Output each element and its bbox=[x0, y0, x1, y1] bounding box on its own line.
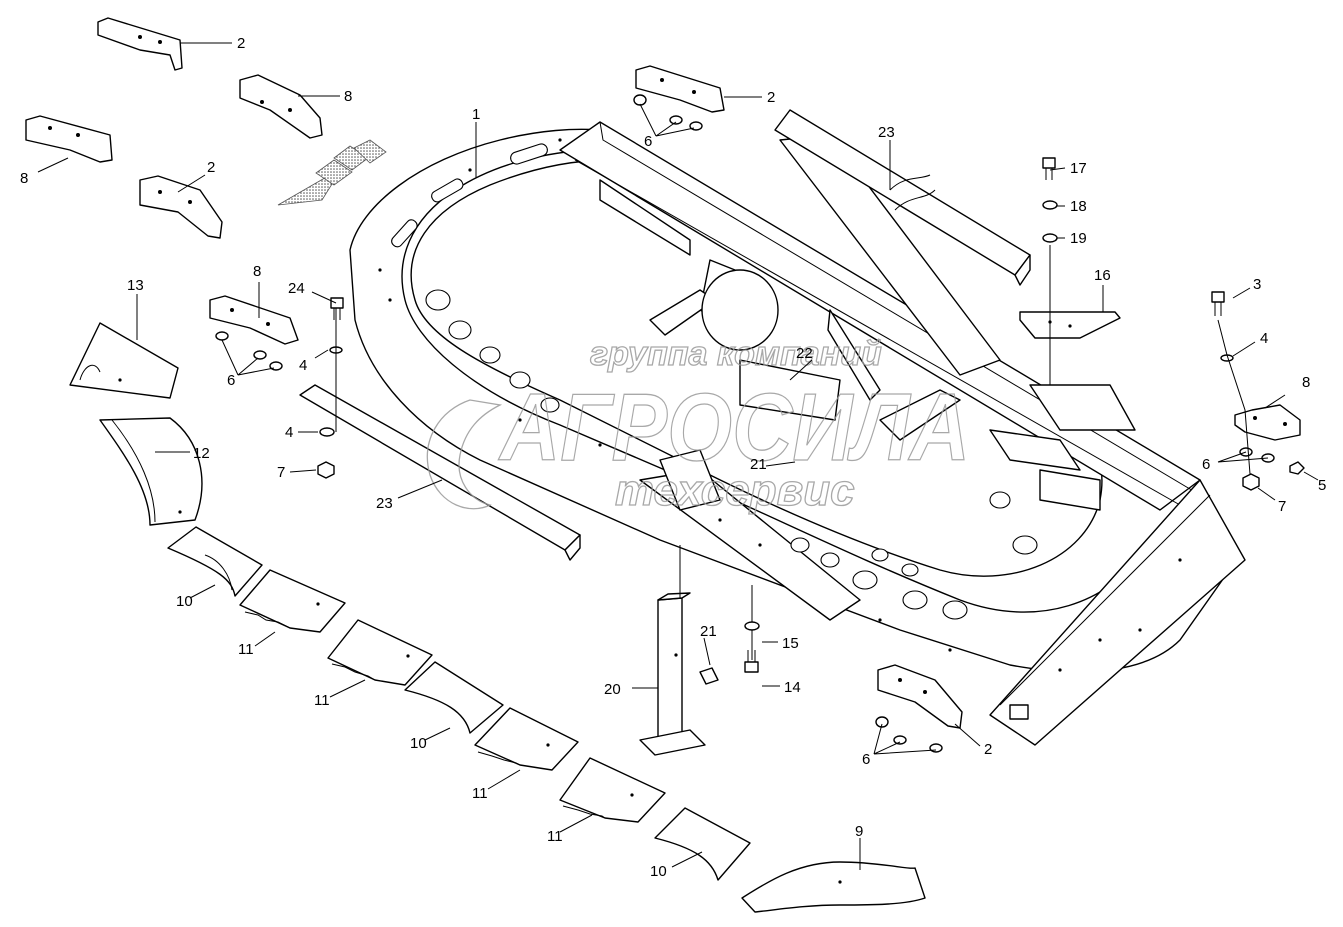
leader-lines bbox=[37, 42, 1319, 870]
washer-nut-left bbox=[317, 427, 335, 479]
callout-11: 11 bbox=[238, 641, 254, 658]
callout-6: 6 bbox=[862, 751, 870, 768]
callout-6: 6 bbox=[1202, 456, 1210, 473]
callout-14: 14 bbox=[784, 679, 801, 696]
frame-rivets bbox=[378, 138, 1182, 672]
callout-20: 20 bbox=[604, 681, 621, 698]
guard-11-a bbox=[239, 569, 346, 633]
callout-2: 2 bbox=[984, 741, 992, 758]
bracket-8-mid bbox=[209, 295, 299, 371]
callout-2: 2 bbox=[207, 159, 215, 176]
frame-holes bbox=[391, 143, 1038, 620]
guard-10-c bbox=[654, 807, 751, 881]
callout-23: 23 bbox=[878, 124, 895, 141]
guard-11-d bbox=[559, 757, 666, 823]
callout-24: 24 bbox=[288, 280, 305, 297]
callout-4: 4 bbox=[285, 424, 293, 441]
bracket-8-top bbox=[239, 74, 323, 139]
main-frame bbox=[349, 121, 1246, 746]
callout-21: 21 bbox=[700, 623, 717, 640]
callout-13: 13 bbox=[127, 277, 144, 294]
callout-15: 15 bbox=[782, 635, 799, 652]
callout-23: 23 bbox=[376, 495, 393, 512]
plate-16 bbox=[1019, 311, 1121, 339]
callout-1: 1 bbox=[472, 106, 480, 123]
callout-8: 8 bbox=[1302, 374, 1310, 391]
callout-16: 16 bbox=[1094, 267, 1111, 284]
callout-8: 8 bbox=[253, 263, 261, 280]
guard-9 bbox=[741, 861, 926, 913]
watermark-line1: группа компаний bbox=[590, 335, 882, 373]
bracket-2-top-center bbox=[633, 65, 725, 131]
guard-10-a bbox=[167, 526, 263, 597]
callout-17: 17 bbox=[1070, 160, 1087, 177]
callout-11: 11 bbox=[547, 828, 563, 845]
callout-21: 21 bbox=[750, 456, 767, 473]
bracket-8-right bbox=[1234, 404, 1301, 463]
callout-4: 4 bbox=[1260, 330, 1268, 347]
callout-9: 9 bbox=[855, 823, 863, 840]
bracket-2-bottom-right bbox=[875, 664, 963, 753]
watermark-line2: АГРОСИЛА bbox=[498, 374, 970, 481]
callout-4: 4 bbox=[299, 357, 307, 374]
callout-7: 7 bbox=[1278, 498, 1286, 515]
guard-12 bbox=[99, 417, 203, 526]
guard-11-b bbox=[327, 619, 433, 686]
bracket-8-left bbox=[25, 115, 113, 163]
bolt-stack-right-17-19 bbox=[1042, 157, 1058, 243]
guard-11-c bbox=[474, 707, 579, 771]
callout-8: 8 bbox=[20, 170, 28, 187]
stand-20 bbox=[639, 592, 706, 756]
bolt-stack-bottom-14-15 bbox=[744, 621, 760, 673]
direction-arrow bbox=[277, 139, 387, 206]
callout-2: 2 bbox=[767, 89, 775, 106]
callout-8: 8 bbox=[344, 88, 352, 105]
bracket-2-mid-left bbox=[139, 175, 223, 239]
callout-10: 10 bbox=[650, 863, 667, 880]
callout-6: 6 bbox=[644, 133, 652, 150]
callout-3: 3 bbox=[1253, 276, 1261, 293]
callout-12: 12 bbox=[193, 445, 210, 462]
callout-10: 10 bbox=[176, 593, 193, 610]
watermark: группа компаний АГРОСИЛА техсервис bbox=[426, 334, 971, 516]
callout-19: 19 bbox=[1070, 230, 1087, 247]
rail-23-top bbox=[774, 109, 1031, 286]
watermark-line3: техсервис bbox=[615, 466, 855, 515]
callout-11: 11 bbox=[472, 785, 488, 802]
callout-11: 11 bbox=[314, 692, 330, 709]
callout-7: 7 bbox=[277, 464, 285, 481]
bracket-2-top-left bbox=[97, 17, 183, 71]
pin-21 bbox=[699, 667, 719, 685]
guard-13 bbox=[69, 322, 179, 399]
bolt-stack-right-3-5 bbox=[1211, 291, 1305, 491]
callout-18: 18 bbox=[1070, 198, 1087, 215]
callout-5: 5 bbox=[1318, 477, 1326, 494]
callout-labels: 2 8 8 2 8 24 6 4 13 12 4 7 23 10 11 11 1… bbox=[20, 35, 1326, 880]
guard-10-b bbox=[404, 661, 504, 734]
callout-22: 22 bbox=[796, 345, 813, 362]
callout-2: 2 bbox=[237, 35, 245, 52]
callout-10: 10 bbox=[410, 735, 427, 752]
callout-6: 6 bbox=[227, 372, 235, 389]
